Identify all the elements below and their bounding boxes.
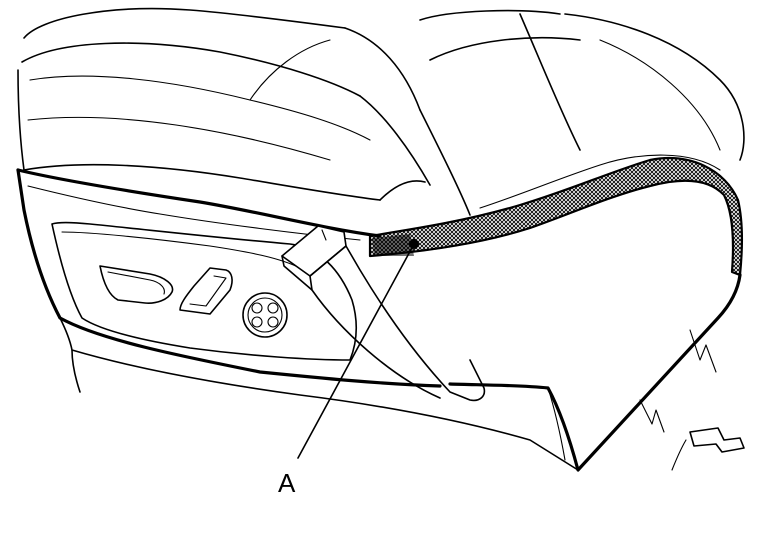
callout-a-dot [409, 239, 419, 249]
seat-switch-recline [179, 267, 233, 315]
seat-rail-hardware [671, 427, 745, 471]
control-panel [51, 221, 358, 361]
recline-lever [281, 225, 486, 402]
seat-backrest [17, 7, 745, 216]
seat-side-shield [16, 168, 742, 472]
seat-switch-lumbar [242, 292, 288, 338]
seat-switch-cushion [99, 265, 174, 304]
trim-panel-a [368, 154, 744, 277]
callout-a-label: A [278, 468, 296, 498]
callout-a: A [278, 239, 419, 498]
callout-a-leader [297, 243, 415, 459]
